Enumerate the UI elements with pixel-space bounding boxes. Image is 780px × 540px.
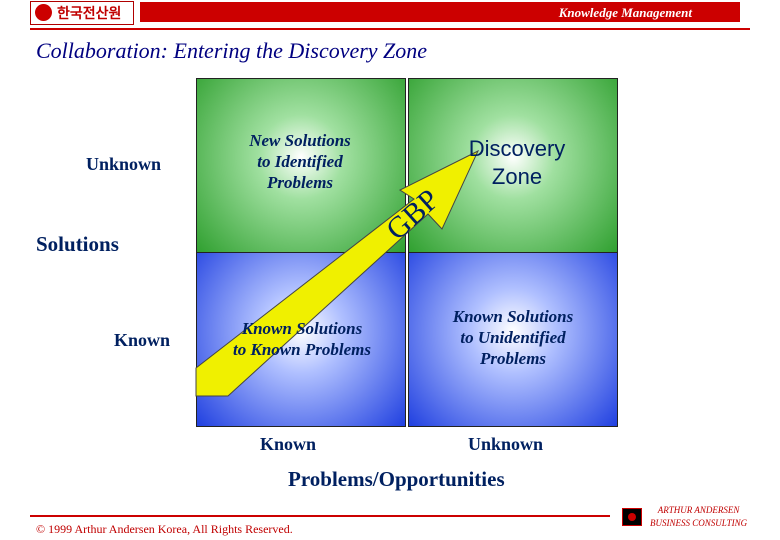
logo-text: 한국전산원 <box>57 6 122 22</box>
quadrant-bottom-left-line1: Known Solutions <box>241 319 363 338</box>
quadrant-top-left-line3: Problems <box>266 173 334 192</box>
quadrant-top-left-line2: to Identified <box>257 152 343 171</box>
arrow-shape <box>195 149 480 397</box>
header-divider <box>30 28 750 30</box>
quadrant-top-right-label: Discovery Zone <box>408 135 626 191</box>
firm-name: ARTHUR ANDERSEN BUSINESS CONSULTING <box>650 504 747 530</box>
copyright-text: © 1999 Arthur Andersen Korea, All Rights… <box>36 522 293 536</box>
footer-divider <box>30 515 610 517</box>
x-axis-left-label: Known <box>260 434 317 454</box>
quadrant-bottom-left-label: Known Solutions to Known Problems <box>196 318 408 360</box>
quadrant-top-left <box>196 78 406 253</box>
brand-logo: 한국전산원 <box>30 1 134 25</box>
discovery-zone-line1: Discovery <box>468 136 566 161</box>
quadrant-top-left-line1: New Solutions <box>249 131 351 150</box>
quadrant-bottom-right-line3: Problems <box>479 349 547 368</box>
quadrant-bottom-right-label: Known Solutions to Unidentified Problems <box>408 306 618 369</box>
logo-emblem-icon <box>35 4 52 21</box>
header-bar: Knowledge Management <box>140 2 740 22</box>
quadrant-bottom-left <box>196 252 406 427</box>
logo-dot-icon <box>628 513 636 521</box>
x-axis-right-label: Unknown <box>468 434 544 454</box>
y-axis-title: Solutions <box>36 232 119 256</box>
y-axis-top-label: Unknown <box>86 154 162 174</box>
quadrant-top-left-label: New Solutions to Identified Problems <box>196 130 404 193</box>
firm-name-line1: ARTHUR ANDERSEN <box>657 505 740 515</box>
firm-name-line2: BUSINESS CONSULTING <box>650 518 748 528</box>
quadrant-bottom-right-line1: Known Solutions <box>452 307 574 326</box>
header-tagline: Knowledge Management <box>558 5 692 20</box>
quadrant-bottom-right-line2: to Unidentified <box>460 328 566 347</box>
slide-title: Collaboration: Entering the Discovery Zo… <box>36 38 428 63</box>
arthur-andersen-logo-icon <box>622 508 642 526</box>
y-axis-bottom-label: Known <box>114 330 171 350</box>
discovery-zone-line2: Zone <box>491 164 543 189</box>
x-axis-title: Problems/Opportunities <box>288 467 505 491</box>
quadrant-bottom-left-line2: to Known Problems <box>233 340 371 359</box>
quadrant-bottom-right <box>408 252 618 427</box>
